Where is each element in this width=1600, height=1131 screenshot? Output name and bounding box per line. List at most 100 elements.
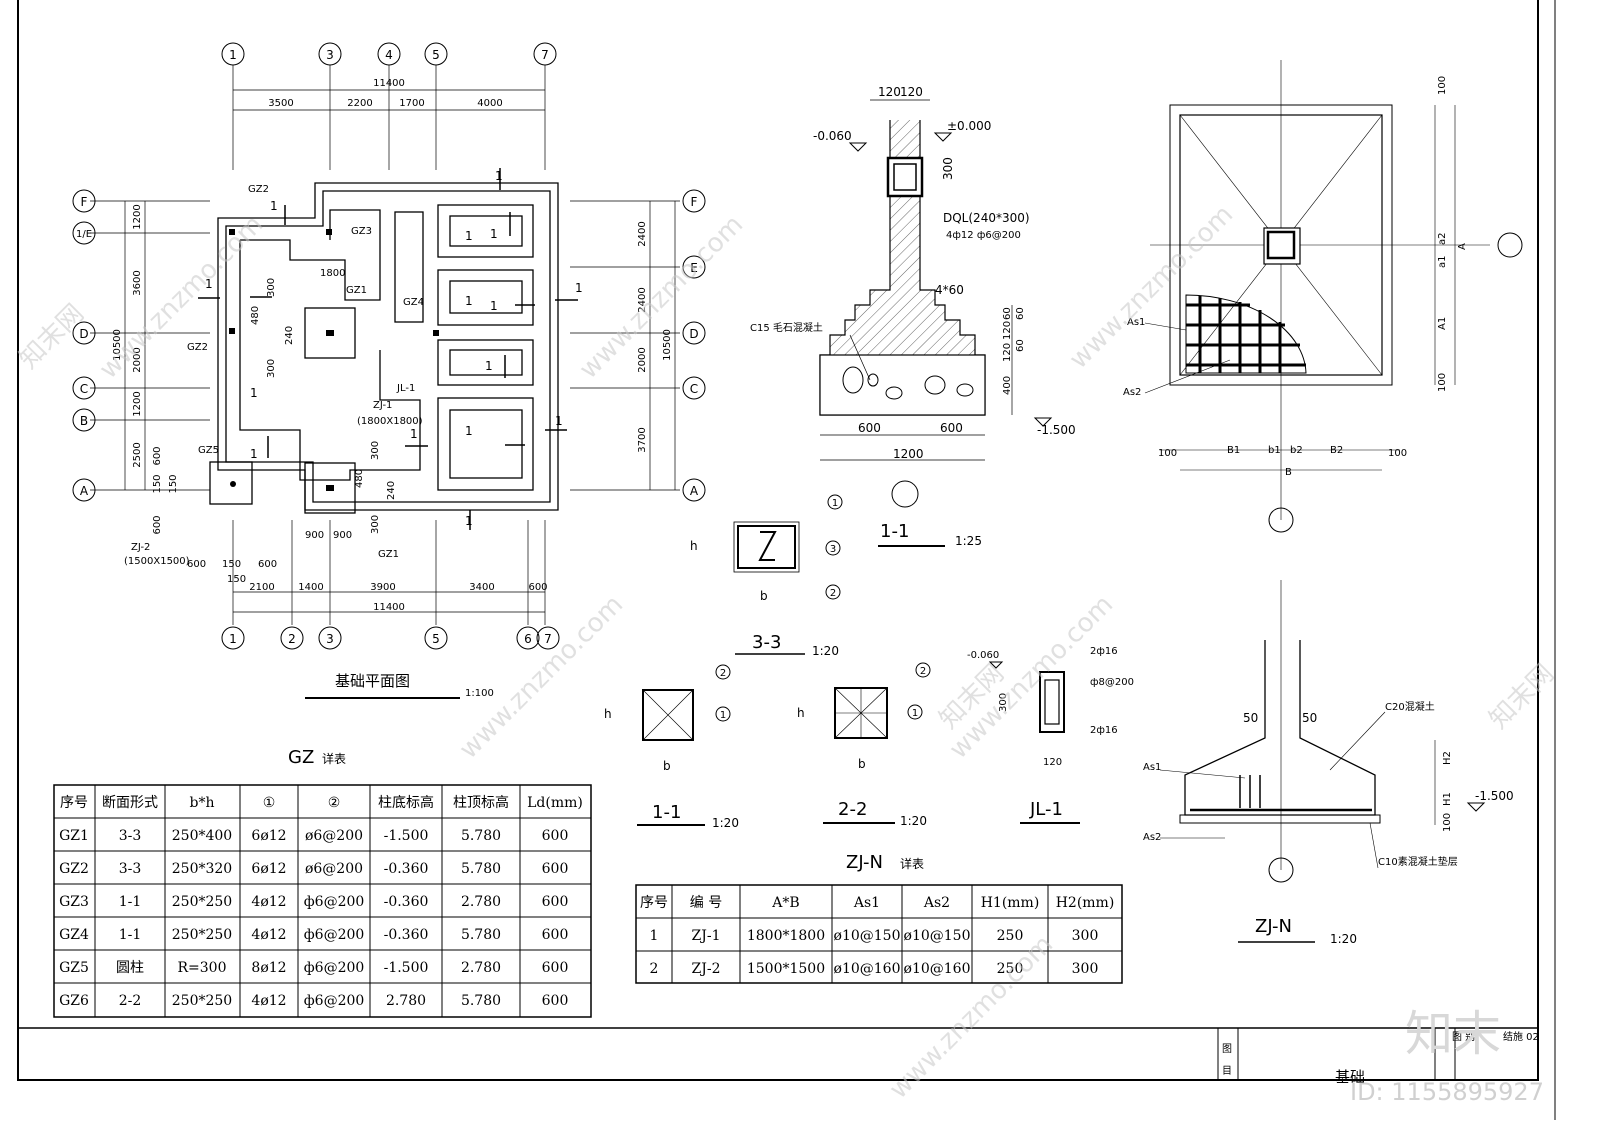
zj-header-cell: H1(mm) [981, 895, 1040, 911]
sec-top-dim: 120 [900, 85, 923, 99]
dim-inner: 480 [250, 306, 261, 325]
section-scale: 1:25 [955, 534, 982, 548]
gz-table-cell: 2.780 [461, 960, 501, 976]
dim-left-total: 10500 [112, 329, 123, 361]
fp-dim-bottom: b2 [1290, 445, 1303, 456]
gz-table-cell: 600 [542, 927, 569, 943]
drawing-name: 基础 [1335, 1068, 1365, 1086]
gz-header-cell: 序号 [60, 795, 88, 811]
gz-table-cell: GZ1 [59, 828, 89, 844]
gz-table: GZ 详表 序号 断面形式 b*h ① ② 柱底标高 柱顶标高 Ld(mm) G… [53, 747, 592, 1018]
axis-bubble: F [72, 189, 96, 213]
gz-table-cell: 8ø12 [251, 960, 286, 976]
watermark-id: ID: 1155895927 [1350, 1078, 1544, 1106]
jl-elev: -0.060 [967, 650, 999, 661]
zj-table-cell: 1 [650, 928, 659, 944]
svg-text:C: C [690, 382, 698, 396]
dim-b: b [760, 589, 768, 603]
zj-header-cell: 编 号 [690, 895, 722, 911]
mark-bubble: 1 [827, 494, 843, 510]
section-mark-label: 1 [205, 277, 213, 291]
gz-table-cell: ф6@200 [304, 993, 365, 1009]
gz-header-cell: 柱底标高 [378, 794, 434, 811]
zjn-section: 50 50 C20混凝土 As1 As2 H2 H1 100 -1.500 C1… [1143, 580, 1514, 946]
svg-text:1: 1 [832, 498, 838, 509]
zj-header-cell: 序号 [640, 895, 668, 911]
gz-table-cell: GZ3 [59, 894, 89, 910]
label-jl1: JL-1 [396, 383, 415, 394]
dim-right: 2000 [637, 347, 648, 372]
dim-inner: 300 [370, 441, 381, 460]
gz-table-cell: ф6@200 [304, 894, 365, 910]
dim-top-total: 11400 [373, 78, 405, 89]
axis-bubble: 3 [318, 42, 342, 66]
label-gz3: GZ3 [351, 226, 372, 237]
gz-table-grid [53, 784, 592, 1018]
section-mark-label: 1 [250, 386, 258, 400]
axis-bubble: 5 [424, 42, 448, 66]
zjn-dim-right: H2 [1442, 751, 1453, 765]
fp-dim-right: 100 [1437, 373, 1448, 392]
mark-bubble: 1 [715, 706, 731, 722]
zjn-title: ZJ-N [1255, 916, 1292, 937]
plan-title: 基础平面图 [335, 672, 410, 690]
label-gz4: GZ4 [403, 297, 424, 308]
fp-dim-total: B [1285, 467, 1292, 478]
zj-table-header: 序号 编 号 A*B As1 As2 H1(mm) H2(mm) [640, 895, 1114, 911]
fp-dim-bottom: b1 [1268, 445, 1281, 456]
jl-1-section: -0.060 2ф16 ф8@200 2ф16 300 120 JL-1 [967, 646, 1134, 824]
axis-bubble: 4 [377, 42, 401, 66]
mark-bubble: 2 [915, 662, 931, 678]
zj-table-grid [635, 884, 1123, 984]
dim-right: 2400 [637, 287, 648, 312]
gz-table-cell: ø6@200 [305, 828, 363, 844]
section-mark-label: 1 [270, 199, 278, 213]
section-1-1-small: h b 2 1 1-1 1:20 [604, 664, 739, 830]
footing-plan: As1 As2 100 a2 a1 A1 100 A 100 B1 b1 b2 … [1123, 60, 1523, 533]
dim-inner: 480 [354, 469, 365, 488]
gz-header-cell: Ld(mm) [527, 795, 583, 811]
gz-table-cell: -0.360 [384, 894, 429, 910]
section-mark-label: 1 [575, 281, 583, 295]
plan-scale: 1:100 [465, 688, 494, 699]
sec-right-dim: 60 [1015, 307, 1026, 320]
zjn-elev: -1.500 [1475, 789, 1514, 803]
axis-bubble: F [682, 189, 706, 213]
axis-bubble: 1 [221, 42, 245, 66]
gz-table-cell: ф6@200 [304, 960, 365, 976]
dim-inner: 300 [266, 278, 277, 297]
svg-text:5: 5 [432, 632, 440, 646]
svg-text:1: 1 [229, 48, 237, 62]
elev-top: -0.060 [813, 129, 852, 143]
dim-bottom: 3900 [370, 582, 395, 593]
axis-bubble: D [682, 321, 706, 345]
gz-table-cell: -0.360 [384, 861, 429, 877]
axis-bubble: 3 [318, 626, 342, 650]
svg-text:1/E: 1/E [76, 229, 92, 240]
gz-table-cell: 5.780 [461, 993, 501, 1009]
rebar-grid [1186, 296, 1306, 373]
dim-b: b [858, 757, 866, 771]
axis-bubble: C [72, 376, 96, 400]
zjn-scale: 1:20 [1330, 932, 1357, 946]
section-title: JL-1 [1029, 799, 1063, 820]
beam-label: DQL(240*300) [943, 211, 1030, 225]
section-mark-label: 1 [555, 414, 563, 428]
gz-table-cell: -0.360 [384, 927, 429, 943]
zj-table: ZJ-N 详表 序号 编 号 A*B As1 As2 H1(mm) H2(mm)… [635, 852, 1123, 984]
plan-walls [209, 182, 559, 514]
jl-bottom-bar: 2ф16 [1090, 725, 1118, 736]
zj-table-cell: 250 [997, 961, 1024, 977]
section-mark-label: 1 [250, 447, 258, 461]
sec-right-dim: 120 [1002, 321, 1013, 340]
section-scale: 1:20 [900, 814, 927, 828]
fp-label-as2: As2 [1123, 387, 1141, 398]
svg-text:1: 1 [912, 708, 918, 719]
dim-inner: 240 [386, 481, 397, 500]
beam-height: 300 [941, 157, 955, 180]
gz-table-cell: 6ø12 [251, 828, 286, 844]
gz-table-cell: GZ2 [59, 861, 89, 877]
gz-table-cell: 4ø12 [251, 894, 286, 910]
gz-table-cell: 600 [542, 861, 569, 877]
